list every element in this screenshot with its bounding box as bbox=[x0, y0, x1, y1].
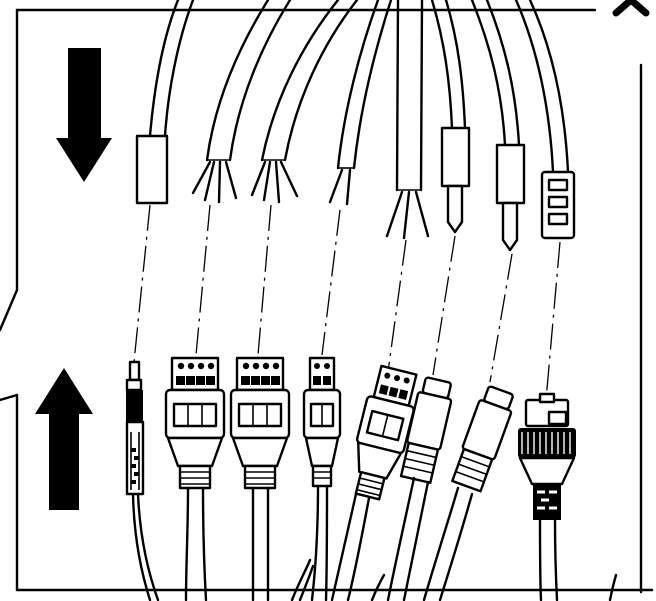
cable-end-rj45 bbox=[514, 0, 576, 240]
cable-jack-b bbox=[422, 486, 460, 601]
connector-terminal-block-4-b bbox=[229, 356, 291, 601]
alignment-leaders bbox=[133, 204, 561, 401]
down-arrow-icon bbox=[56, 48, 112, 182]
cable-end-stripped-2-wire bbox=[328, 0, 393, 206]
cable-end-stripped-4-wire-a bbox=[191, 0, 292, 204]
cable-end-plug-a bbox=[430, 0, 471, 234]
cable-end-stripped-3-wire bbox=[385, 0, 430, 240]
cable-end-stripped-4-wire-b bbox=[250, 0, 359, 204]
cable-terminal-block-3 bbox=[330, 492, 358, 601]
connector-terminal-block-2 bbox=[302, 356, 342, 601]
connector-waterproof-rj45 bbox=[518, 392, 576, 601]
connector-jack-a bbox=[399, 376, 453, 484]
bottom-cable-bundle bbox=[290, 558, 618, 601]
chevron-icon bbox=[612, 0, 650, 17]
connector-terminal-block-4-a bbox=[164, 356, 226, 601]
up-arrow-icon bbox=[35, 368, 93, 510]
cable-end-plug-b bbox=[470, 0, 526, 252]
cable-jack-a bbox=[386, 476, 416, 601]
connector-terminal-block-3 bbox=[354, 364, 418, 501]
connector-jack-b bbox=[451, 385, 514, 493]
connector-fiber bbox=[125, 360, 160, 601]
cable-end-sleeve bbox=[135, 0, 195, 205]
